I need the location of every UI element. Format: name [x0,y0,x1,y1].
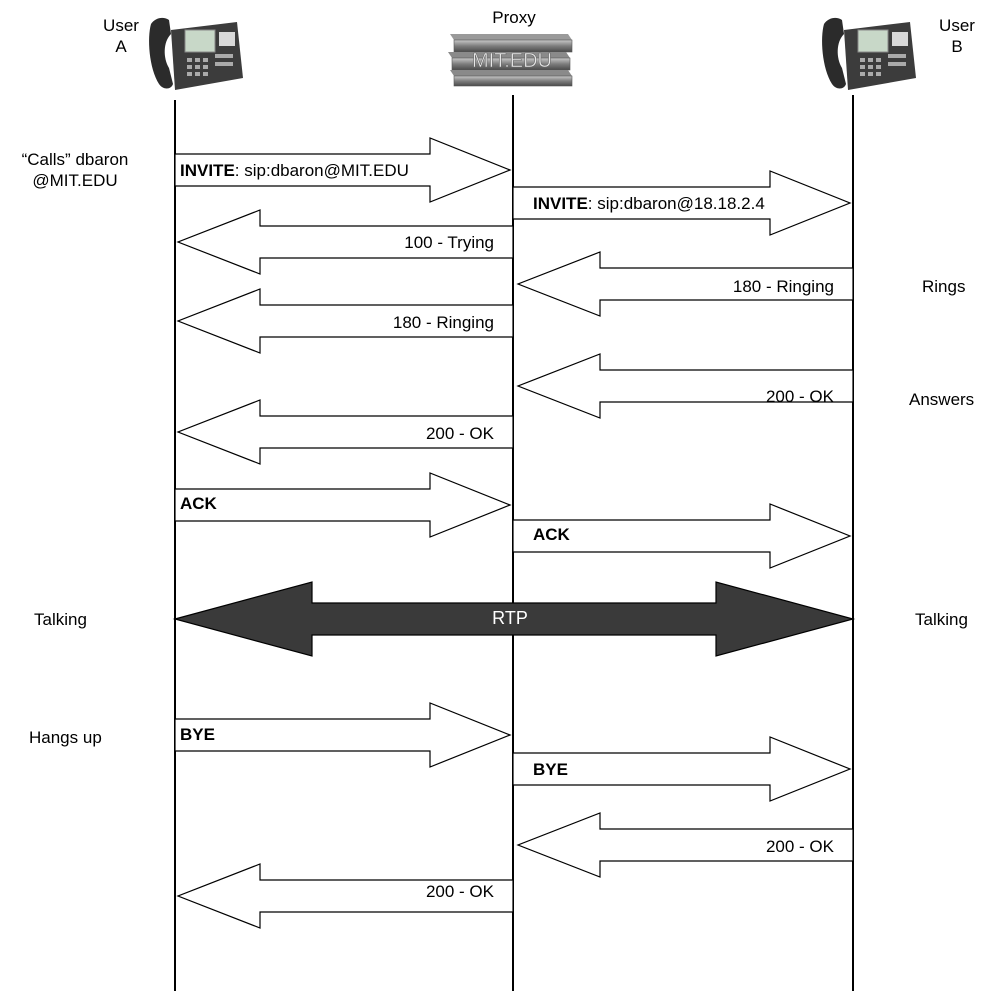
actor-proxy-label: Proxy [492,8,536,27]
message-label-200-ok-final-to-proxy: 200 - OK [765,837,834,856]
message-method: ACK [533,525,570,544]
message-method: BYE [180,725,215,744]
actor-user-a-label: User A [96,15,146,57]
message-arrow-200-ok-final-to-user-a [176,863,514,929]
message-label-100-trying: 100 - Trying [404,233,494,252]
message-label-bye-to-user-b: BYE [533,760,568,780]
actor-user-b-line2: B [951,37,963,56]
message-label-200-ok-final-to-user-a: 200 - OK [425,882,494,901]
note-calls-line1: “Calls” dbaron [21,150,129,169]
message-arrow-ack-to-user-b [512,503,852,569]
message-arrow-invite-to-user-b [512,170,852,236]
message-arrow-200-ok-to-proxy [516,353,854,419]
note-calls: “Calls” dbaron @MIT.EDU [0,149,150,191]
message-method: BYE [533,760,568,779]
message-label-invite-to-proxy: INVITE: sip:dbaron@MIT.EDU [180,161,409,181]
message-label-rtp: RTP [492,608,528,628]
actor-user-a-line2: A [115,37,127,56]
message-label-180-ringing-to-user-a: 180 - Ringing [392,313,494,332]
message-arrow-bye-to-user-b [512,736,852,802]
message-arrow-200-ok-to-user-a [176,399,514,465]
actor-user-b-label: User B [932,15,982,57]
desk-phone-icon [822,17,916,90]
message-detail: : sip:dbaron@18.18.2.4 [587,194,765,213]
message-arrow-200-ok-final-to-proxy [516,812,854,878]
message-label-200-ok-to-proxy: 200 - OK [765,387,834,406]
note-talking-right: Talking [915,610,968,629]
message-arrow-100-trying [176,209,514,275]
message-label-ack-to-proxy: ACK [180,494,217,514]
note-answers: Answers [909,390,975,409]
rtp-double-arrow [172,581,856,657]
actor-user-b-line1: User [939,16,975,35]
message-arrow-invite-to-proxy [174,137,512,203]
note-hangs-up: Hangs up [29,728,102,747]
server-label: MIT.EDU [472,50,552,72]
message-arrow-bye-to-proxy [174,702,512,768]
note-rings: Rings [922,277,966,296]
server-icon: MIT.EDU [448,34,573,87]
message-method: INVITE [180,161,235,180]
note-talking-left: Talking [34,610,87,629]
message-detail: : sip:dbaron@MIT.EDU [234,161,409,180]
message-label-200-ok-to-user-a: 200 - OK [425,424,494,443]
message-label-ack-to-user-b: ACK [533,525,570,545]
message-label-invite-to-user-b: INVITE: sip:dbaron@18.18.2.4 [533,194,765,214]
message-method: INVITE [533,194,588,213]
message-arrow-180-ringing-to-user-a [176,288,514,354]
message-label-bye-to-proxy: BYE [180,725,215,745]
actor-user-a-line1: User [103,16,139,35]
message-arrow-ack-to-proxy [174,472,512,538]
note-calls-line2: @MIT.EDU [32,171,118,190]
message-arrow-180-ringing-to-proxy [516,251,854,317]
desk-phone-icon [149,17,243,90]
message-method: ACK [180,494,217,513]
message-label-180-ringing-to-proxy: 180 - Ringing [732,277,834,296]
